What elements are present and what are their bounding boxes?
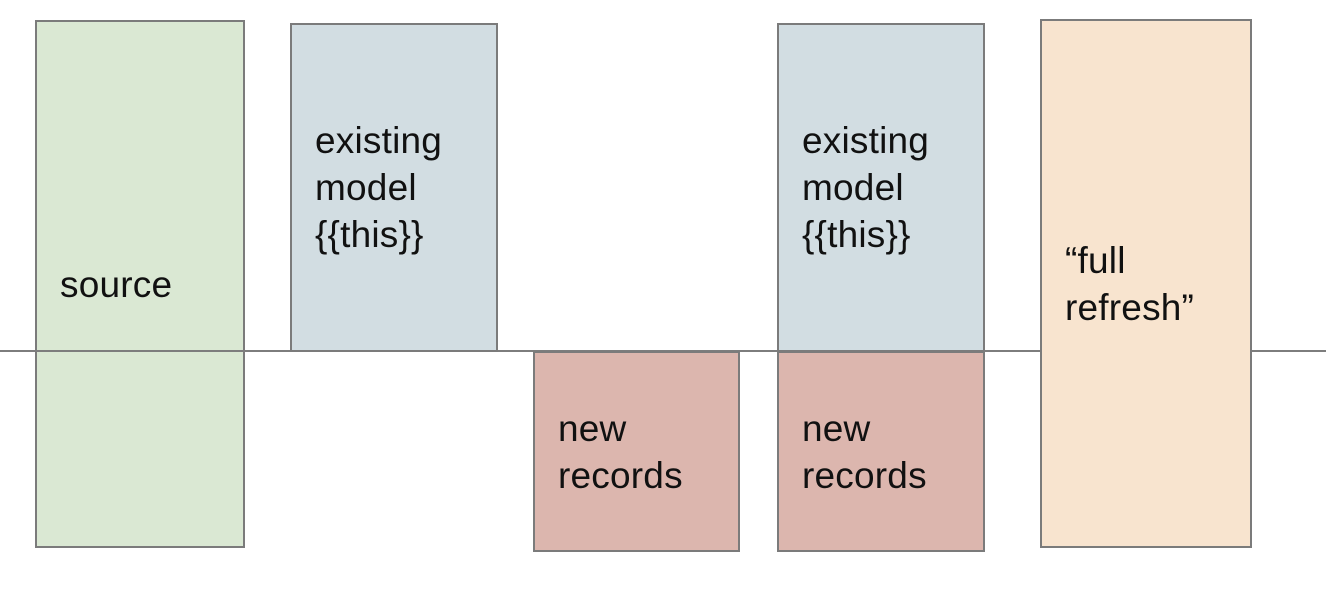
new-records-box-2-label: new records — [802, 407, 927, 496]
full-refresh-box-label: “full refresh” — [1065, 239, 1195, 328]
existing-model-box-2-label: existing model {{this}} — [802, 120, 930, 255]
existing-model-box-1-label: existing model {{this}} — [315, 120, 443, 255]
source-box: source — [35, 20, 245, 548]
existing-model-box-2: existing model {{this}} — [777, 23, 985, 352]
source-box-label: source — [60, 263, 173, 305]
new-records-box-1-label: new records — [558, 407, 683, 496]
existing-model-box-1: existing model {{this}} — [290, 23, 498, 352]
new-records-box-2: new records — [777, 351, 985, 552]
new-records-box-1: new records — [533, 351, 740, 552]
full-refresh-box: “full refresh” — [1040, 19, 1252, 548]
